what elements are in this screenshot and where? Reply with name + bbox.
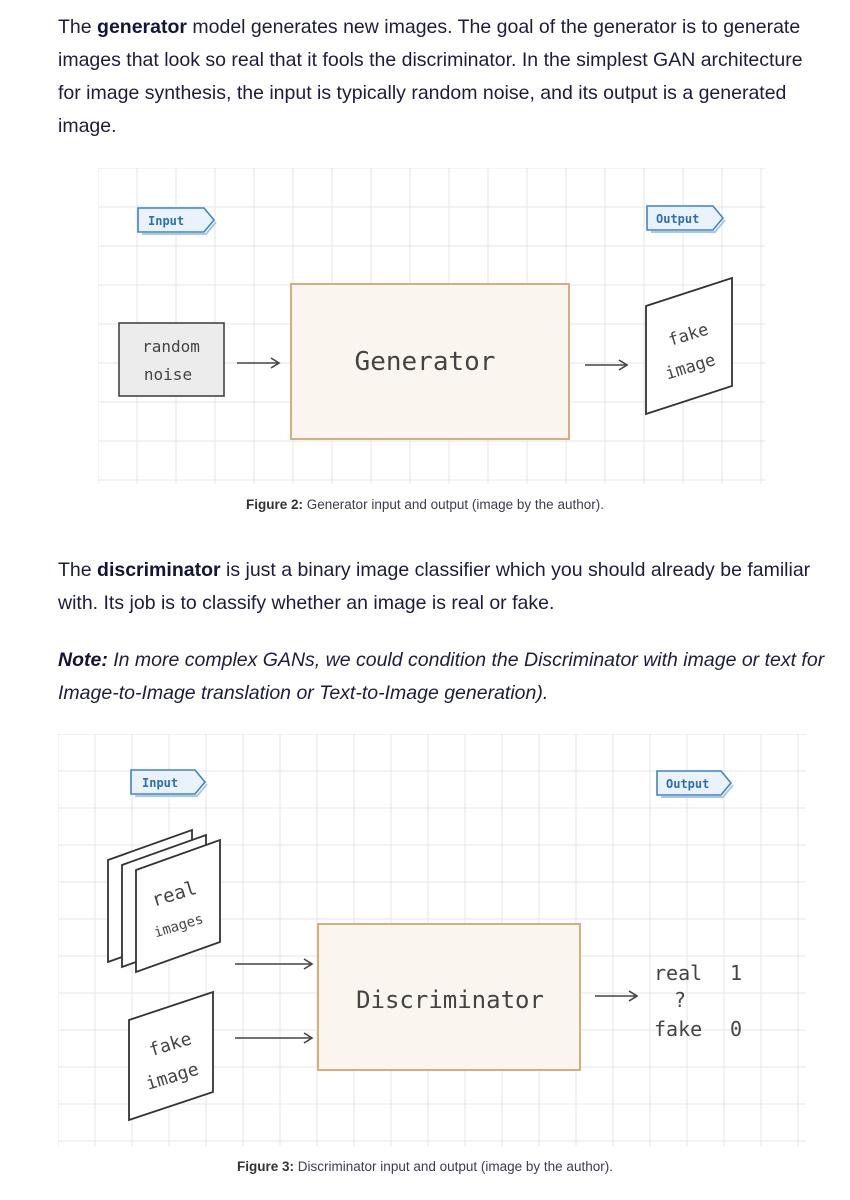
- input-tag-label: Input: [148, 214, 184, 228]
- arrow-to-prediction: [595, 990, 639, 1002]
- note-label: Note:: [58, 649, 108, 671]
- discriminator-paragraph: The discriminator is just a binary image…: [58, 559, 811, 614]
- fake-image-output: fake image: [645, 276, 733, 416]
- input-tag: Input: [130, 769, 208, 797]
- prediction-output: real 1 ? fake 0: [654, 961, 742, 1041]
- output-fake-value: 0: [730, 1017, 742, 1041]
- figure-3-caption: Figure 3: Discriminator input and output…: [237, 1159, 613, 1174]
- input-tag: Input: [137, 207, 217, 235]
- fake-image-input: fake image: [128, 990, 214, 1122]
- figure-2-caption: Figure 2: Generator input and output (im…: [246, 497, 604, 512]
- generator-box: Generator: [290, 283, 570, 440]
- noise-label-line1: random: [142, 337, 200, 356]
- output-real-value: 1: [730, 961, 742, 985]
- output-real-label: real: [654, 961, 702, 985]
- arrow-fake-to-discriminator: [235, 1032, 314, 1044]
- discriminator-term: discriminator: [97, 559, 221, 581]
- output-tag: Output: [656, 770, 734, 798]
- discriminator-box: Discriminator: [317, 923, 581, 1071]
- output-tag: Output: [646, 205, 726, 233]
- note-paragraph: Note: In more complex GANs, we could con…: [58, 649, 825, 704]
- output-fake-label: fake: [654, 1017, 702, 1041]
- output-question-mark: ?: [674, 988, 686, 1012]
- discriminator-box-label: Discriminator: [356, 986, 544, 1014]
- input-tag-label: Input: [142, 776, 178, 790]
- output-tag-label: Output: [666, 777, 709, 791]
- figure-3-discriminator-diagram: Input Output real images fake image Disc…: [58, 734, 806, 1146]
- generator-box-label: Generator: [355, 347, 496, 377]
- real-images-stack: real images: [107, 828, 221, 974]
- generator-paragraph: The generator model generates new images…: [58, 16, 803, 137]
- figure-2-generator-diagram: Input Output random noise Generator fake…: [98, 168, 765, 484]
- generator-term: generator: [97, 16, 187, 38]
- output-tag-label: Output: [656, 212, 699, 226]
- arrow-to-output: [585, 359, 629, 371]
- arrow-real-to-discriminator: [235, 958, 314, 970]
- arrow-to-generator: [237, 357, 281, 369]
- noise-label-line2: noise: [144, 365, 192, 384]
- random-noise-box: random noise: [118, 322, 225, 397]
